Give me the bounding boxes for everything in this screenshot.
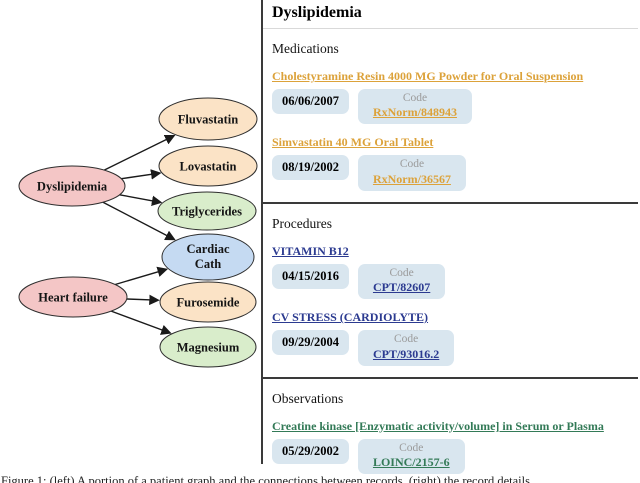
- graph-node-heart-failure[interactable]: Heart failure: [18, 276, 128, 318]
- node-ellipse[interactable]: [159, 281, 257, 323]
- edge-heart-failure-cardiac-cath: [115, 266, 169, 286]
- graph-node-lovastatin[interactable]: Lovastatin: [158, 145, 258, 187]
- record-title-link[interactable]: Simvastatin 40 MG Oral Tablet: [272, 135, 434, 150]
- node-label: Magnesium: [177, 341, 240, 355]
- node-ellipse[interactable]: [161, 233, 255, 281]
- record-date: 09/29/2004: [272, 330, 349, 356]
- record-code-link[interactable]: LOINC/2157-6: [372, 454, 450, 469]
- panel-title: Dyslipidemia: [272, 4, 362, 21]
- figure-caption: Figure 1: (left) A portion of a patient …: [1, 474, 534, 483]
- graph-node-triglycerides[interactable]: Triglycerides: [157, 191, 257, 231]
- node-label: Heart failure: [38, 291, 108, 305]
- edge-heart-failure-magnesium: [110, 310, 172, 335]
- edge-dyslipidemia-triglycerides: [119, 194, 163, 206]
- node-ellipse[interactable]: [158, 145, 258, 187]
- node-label: Lovastatin: [180, 160, 237, 174]
- node-label: Fluvastatin: [178, 113, 238, 127]
- record-date: 04/15/2016: [272, 263, 349, 289]
- section-divider: [263, 201, 638, 204]
- edge-dyslipidemia-fluvastatin: [103, 134, 176, 171]
- record-title-link[interactable]: VITAMIN B12: [272, 243, 349, 258]
- title-divider: [263, 28, 638, 29]
- record-date: 08/19/2002: [272, 155, 349, 181]
- node-label: Triglycerides: [172, 205, 242, 219]
- node-ellipse[interactable]: [18, 276, 128, 318]
- record-code-link[interactable]: RxNorm/36567: [372, 171, 451, 186]
- record: Simvastatin 40 MG Oral Tablet 08/19/2002 C…: [272, 133, 638, 191]
- record-code-link[interactable]: CPT/93016.2: [372, 346, 440, 361]
- section-divider: [263, 376, 638, 379]
- code-label: Code: [399, 441, 424, 454]
- graph-node-magnesium[interactable]: Magnesium: [159, 326, 257, 368]
- section-header: Procedures: [272, 215, 332, 231]
- record-code-link[interactable]: RxNorm/848943: [372, 105, 457, 120]
- node-ellipse[interactable]: [158, 97, 258, 141]
- graph-node-fluvastatin[interactable]: Fluvastatin: [158, 97, 258, 141]
- diagram-edges: [102, 134, 176, 335]
- node-ellipse[interactable]: [159, 326, 257, 368]
- graph-node-dyslipidemia[interactable]: Dyslipidemia: [18, 165, 126, 207]
- code-label: Code: [389, 266, 414, 279]
- record-title-link[interactable]: CV STRESS (CARDIOLYTE): [272, 310, 429, 325]
- edge-dyslipidemia-lovastatin: [121, 169, 162, 180]
- record-date: 06/06/2007: [272, 89, 349, 114]
- record-code-link[interactable]: CPT/82607: [372, 280, 431, 295]
- record: Cholestyramine Resin 4000 MG Powder for …: [272, 67, 638, 125]
- edge-heart-failure-furosemide: [126, 294, 160, 306]
- graph-node-furosemide[interactable]: Furosemide: [159, 281, 257, 323]
- record: Creatine kinase [Enzymatic activity/volu…: [272, 417, 638, 474]
- section-header: Medications: [272, 41, 339, 56]
- node-ellipse[interactable]: [18, 165, 126, 207]
- record-date: 05/29/2002: [272, 438, 349, 464]
- node-ellipse[interactable]: [157, 191, 257, 231]
- record-title-link[interactable]: Cholestyramine Resin 4000 MG Powder for …: [272, 69, 584, 83]
- record-title-link[interactable]: Creatine kinase [Enzymatic activity/volu…: [272, 418, 604, 433]
- code-label: Code: [393, 333, 419, 346]
- section-header: Observations: [272, 390, 344, 406]
- code-label: Code: [399, 158, 425, 171]
- node-label: Dyslipidemia: [37, 180, 108, 194]
- node-label: Furosemide: [177, 296, 240, 310]
- code-label: Code: [402, 92, 428, 104]
- edge-dyslipidemia-cardiac-cath: [102, 201, 176, 241]
